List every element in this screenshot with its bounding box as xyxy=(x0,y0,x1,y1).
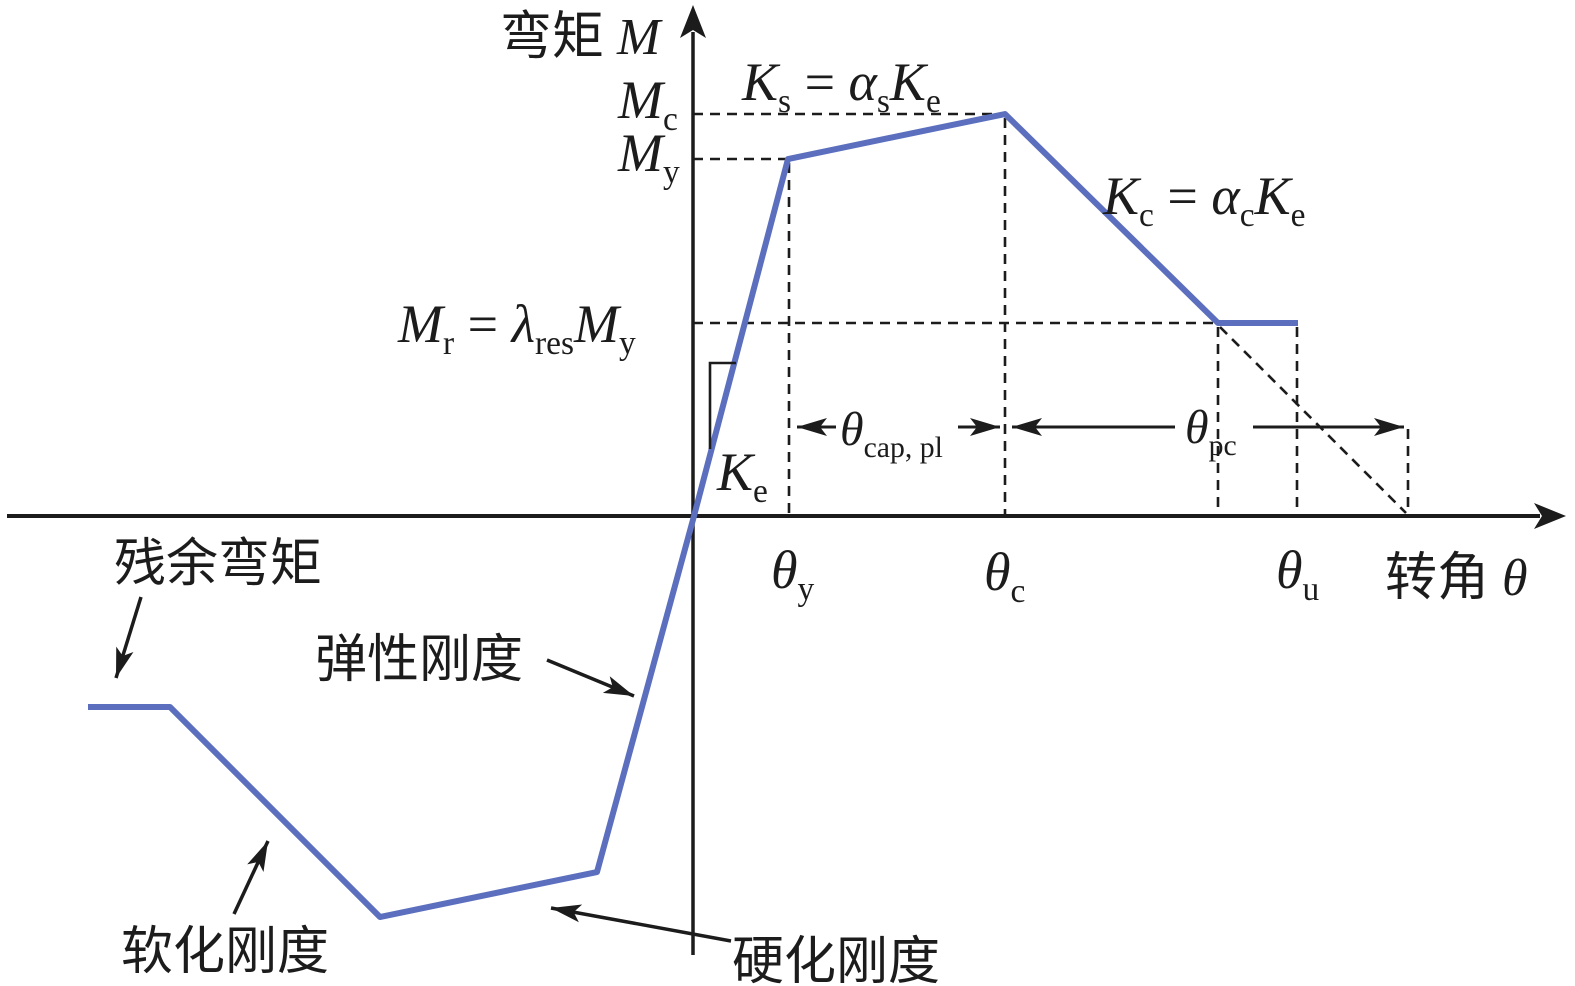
theta-y-tick-label: θy xyxy=(771,540,815,608)
hardening-stiffness-pointer-arrow xyxy=(550,904,732,943)
residual-moment-equation: Mr = λresMy xyxy=(397,294,636,362)
dashed-guides xyxy=(693,112,1410,514)
hardening-stiffness-annotation: 硬化刚度 xyxy=(732,934,940,986)
theta-u-tick-label: θu xyxy=(1276,540,1320,608)
theta-c-tick-label: θc xyxy=(984,542,1025,610)
elastic-slope-bracket xyxy=(708,361,736,449)
guide-softening-extension-diagonal xyxy=(1219,326,1407,514)
softening-stiffness-pointer-arrow xyxy=(232,840,270,915)
x-axis-title: 转角 θ xyxy=(1385,550,1528,607)
theta-cap-pl-dimension-label: θcap, pl xyxy=(840,403,943,464)
labels: 弯矩 M 转角 θ Ks = αsKe Kc = αcKe Mr = λresM… xyxy=(114,8,1528,986)
softening-stiffness-annotation: 软化刚度 xyxy=(121,924,329,981)
axes xyxy=(7,5,1566,955)
theta-pc-dimension-label: θpc xyxy=(1185,401,1237,462)
y-axis-arrowhead-icon xyxy=(680,5,706,38)
elastic-stiffness-pointer-arrow xyxy=(546,658,635,698)
mc-tick-label: Mc xyxy=(617,70,678,138)
elastic-stiffness-annotation: 弹性刚度 xyxy=(315,632,523,689)
softening-stiffness-equation: Kc = αcKe xyxy=(1102,166,1305,234)
my-tick-label: My xyxy=(617,123,680,191)
x-axis-arrowhead-icon xyxy=(1534,503,1566,529)
backbone-curve xyxy=(88,111,1298,920)
annotation-arrows xyxy=(114,596,732,943)
y-axis-title: 弯矩 M xyxy=(500,8,663,66)
hardening-stiffness-equation: Ks = αsKe xyxy=(741,52,941,120)
residual-moment-pointer-arrow xyxy=(114,596,143,679)
residual-moment-annotation: 残余弯矩 xyxy=(114,535,322,593)
ke-elastic-stiffness-label: Ke xyxy=(716,442,768,510)
